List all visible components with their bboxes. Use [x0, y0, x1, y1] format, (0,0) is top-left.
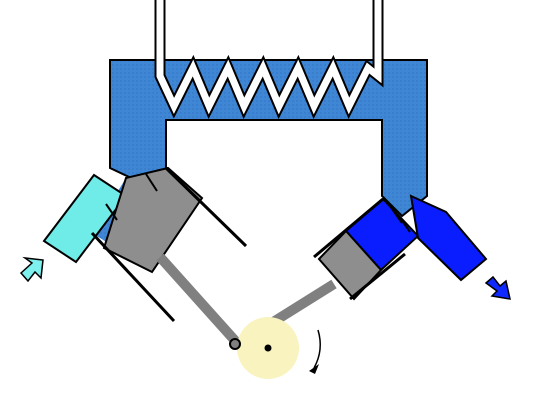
hot-connecting-rod — [156, 253, 242, 348]
hot-cylinder-wall-top — [164, 166, 248, 248]
hot-valve-b — [105, 203, 118, 221]
cold-piston — [317, 229, 383, 301]
cold-cylinder-wall-bottom — [349, 252, 406, 301]
outlet-arrow-icon — [484, 275, 511, 300]
hot-cylinder-wall-bottom — [90, 231, 176, 323]
zigzag-heater-icon — [154, 0, 384, 120]
hot-cylinder — [42, 166, 248, 323]
hot-valve-a — [145, 173, 158, 192]
cold-valve-b — [397, 214, 411, 233]
hot-piston — [102, 166, 204, 274]
cold-cylinder — [313, 194, 488, 301]
outlet-gas-chamber — [409, 194, 488, 282]
crank-pin — [229, 338, 241, 350]
cold-valve-a — [389, 205, 403, 224]
cold-cylinder-wall-top — [313, 197, 384, 259]
flywheel-center-pin — [264, 344, 272, 352]
heater-tube-inner — [156, 0, 382, 115]
rotation-arrowhead — [309, 364, 319, 374]
rotation-arrow-icon — [313, 329, 321, 369]
inlet-arrow-icon — [19, 256, 44, 283]
